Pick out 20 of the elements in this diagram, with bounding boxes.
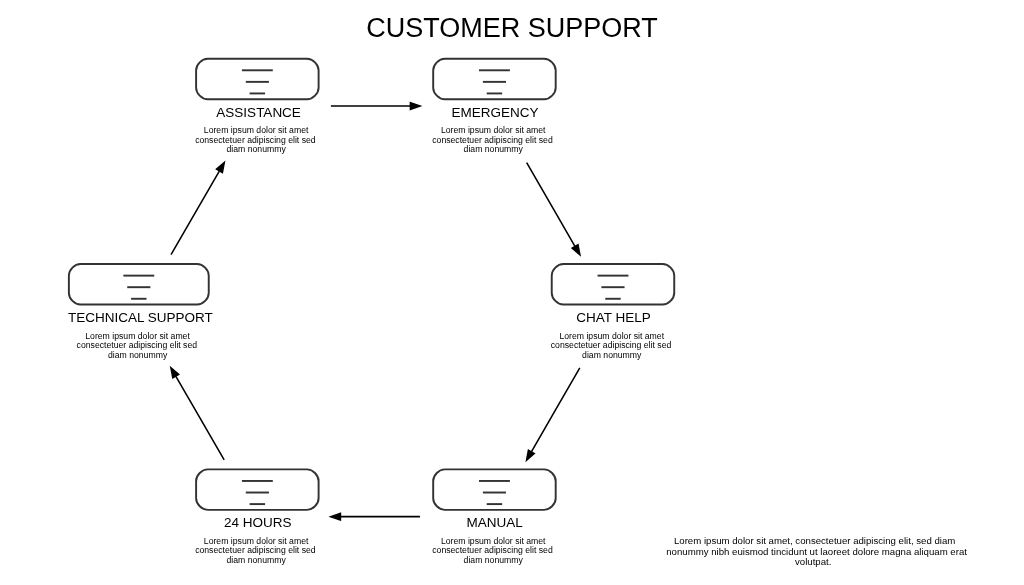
arrow — [170, 160, 226, 256]
arrow — [330, 101, 423, 111]
node-label: Lorem ipsum dolor sit amet consectetuer adipiscing elit sed diam nonummy — [432, 125, 553, 155]
node-label: TECHNICAL SUPPORT — [67, 310, 213, 326]
node-label: EMERGENCY — [451, 104, 539, 120]
node-label: Lorem ipsum dolor sit amet consectetuer adipiscing elit sed diam nonummy — [195, 125, 316, 155]
arrow — [525, 161, 582, 257]
arrow — [328, 512, 421, 522]
node-label: Lorem ipsum dolor sit amet consectetuer adipiscing elit sed diam nonummy — [432, 535, 553, 566]
node-label: ASSISTANCE — [216, 104, 301, 120]
node-label: Lorem ipsum dolor sit amet consectetuer adipiscing elit sed diam nonummy — [76, 330, 198, 360]
arrow — [169, 365, 225, 461]
node-label: CHAT HELP — [576, 310, 651, 326]
node-label: Lorem ipsum dolor sit amet consectetuer adipiscing elit sed diam nonummy — [195, 535, 316, 566]
label: Lorem ipsum dolor sit amet, consectetuer adipiscing elit, sed diam nonummy nibh euismod tincidunt ut laoreet dolore magna aliquam erat volutpat. — [666, 535, 967, 568]
diagram-title: CUSTOMER SUPPORT — [366, 13, 658, 44]
node-label: Lorem ipsum dolor sit amet consectetuer adipiscing elit sed diam nonummy — [550, 330, 672, 360]
node-label: MANUAL — [466, 515, 523, 531]
node-label: 24 HOURS — [224, 515, 292, 531]
arrow — [525, 367, 581, 463]
